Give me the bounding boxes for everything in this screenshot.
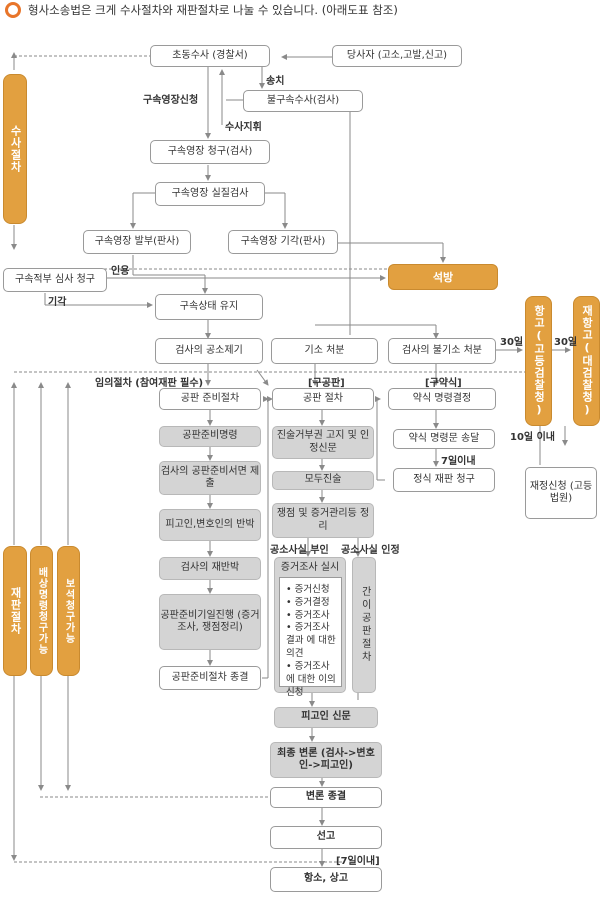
- evidence-item: • 증거신청: [286, 584, 330, 595]
- deny-label: 공소사실 부인: [270, 545, 329, 556]
- reconsideration-box: 재정신청 (고등법원): [525, 467, 597, 519]
- warrant-reject-box: 구속영장 기각(판사): [228, 230, 338, 254]
- indictment-box: 기소 처분: [271, 338, 378, 364]
- prosecutor-doc-box: 검사의 공판준비서면 제출: [159, 461, 261, 495]
- argument-end-box: 변론 종결: [270, 787, 382, 808]
- evidence-item: • 증거조사에 대한 이의신청: [286, 660, 336, 698]
- warrant-issue-box: 구속영장 발부(판사): [83, 230, 191, 254]
- evidence-item: • 증거결정: [286, 596, 330, 608]
- summary-decision-box: 약식 명령결정: [388, 388, 496, 410]
- prosecution-box: 검사의 공소제기: [155, 338, 263, 364]
- formal-trial-box: 정식 재판 청구: [393, 468, 495, 492]
- days30b-label: 30일: [554, 337, 578, 348]
- summary-label: [구약식]: [425, 378, 462, 389]
- reappeal-pill: 재항고(대검찰청): [573, 296, 600, 426]
- bail-pill: 보석청구가능: [57, 546, 80, 676]
- evidence-title: 증거조사 실시: [280, 562, 340, 573]
- evidence-item: • 증거조사 결과 에 대한 의견: [286, 622, 336, 660]
- pretrial-end-box: 공판준비절차 종결: [159, 666, 261, 690]
- pretrial-note-label: 임의절차 (참여재판 필수): [95, 378, 204, 389]
- pretrial-date-box: 공판준비기일진행 (증거조사, 쟁점정리): [159, 594, 261, 650]
- appeal-high-pill: 항고(고등검찰청): [525, 296, 552, 426]
- page-title: 형사소송법은 크게 수사절차와 재판절차로 나눌 수 있습니다. (아래도표 참…: [28, 3, 398, 17]
- summary-delivery-box: 약식 명령문 송달: [393, 429, 495, 449]
- admit-label: 공소사실 인정: [341, 545, 400, 556]
- oral-label: [구공판]: [308, 378, 345, 389]
- dismiss-label: 기각: [48, 297, 67, 308]
- pretrial-box: 공판 준비절차: [159, 388, 261, 410]
- initial-investigation-box: 초동수사 (경찰서): [150, 45, 270, 67]
- prosecutor-rebut-box: 검사의 재반박: [159, 557, 261, 580]
- investigation-pill: 수사절차: [3, 74, 27, 224]
- evidence-list: • 증거신청 • 증거결정 • 증거조사 • 증거조사 결과 에 대한 의견 •…: [279, 577, 342, 698]
- pretrial-order-box: 공판준비명령: [159, 426, 261, 447]
- refuse-statement-box: 진술거부권 고지 및 인정신문: [272, 426, 374, 459]
- transfer-label: 송치: [266, 76, 285, 87]
- defendant-question-box: 피고인 신문: [274, 707, 378, 728]
- non-detention-box: 불구속수사(검사): [243, 90, 363, 112]
- issue-arrange-box: 쟁점 및 증거관리등 정리: [272, 503, 374, 538]
- review-request-box: 구속적부 심사 청구: [3, 268, 107, 292]
- command-label: 수사지휘: [225, 122, 262, 133]
- days7b-label: [7일이내]: [336, 856, 380, 867]
- party-box: 당사자 (고소,고발,신고): [332, 45, 462, 67]
- defense-rebut-box: 피고인,변호인의 반박: [159, 509, 261, 541]
- trial-box: 공판 절차: [272, 388, 374, 410]
- non-prosecution-box: 검사의 불기소 처분: [388, 338, 496, 364]
- warrant-review-box: 구속영장 실질검사: [155, 182, 265, 206]
- compensation-pill: 배상명령청구가능: [30, 546, 53, 676]
- warrant-request-box: 구속영장 청구(검사): [150, 140, 270, 164]
- detention-maintain-box: 구속상태 유지: [155, 294, 263, 320]
- final-argument-box: 최종 변론 (검사->변호인->피고인): [270, 742, 382, 778]
- appeal-box: 항소, 상고: [270, 867, 382, 892]
- bullet-circle-icon: [5, 2, 21, 18]
- trial-pill: 재판절차: [3, 546, 27, 676]
- days10-label: 10일 이내: [510, 432, 555, 443]
- opening-box: 모두진술: [272, 471, 374, 490]
- days7a-label: 7일이내: [441, 456, 476, 467]
- simple-trial-box: 간이공판절차: [352, 557, 376, 693]
- sentence-box: 선고: [270, 826, 382, 849]
- evidence-item: • 증거조사: [286, 609, 330, 621]
- release-box: 석방: [388, 264, 498, 290]
- warrant-apply-label: 구속영장신청: [143, 95, 199, 106]
- days30a-label: 30일: [500, 337, 524, 348]
- cite-label: 인용: [111, 266, 130, 277]
